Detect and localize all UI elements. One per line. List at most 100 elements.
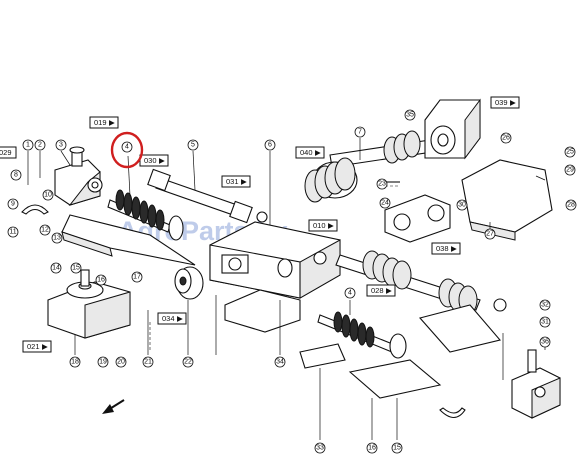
callout-4-bottom[interactable]: 4 [344, 287, 356, 299]
svg-text:5: 5 [191, 142, 195, 149]
central-gearbox-6 [209, 221, 341, 299]
svg-text:32: 32 [541, 302, 549, 309]
callout-32[interactable]: 32 [539, 299, 551, 311]
svg-text:33: 33 [316, 445, 324, 452]
callout-8[interactable]: 8 [10, 169, 22, 181]
svg-text:040: 040 [300, 148, 313, 157]
ref-label-030[interactable]: 030▶ [139, 154, 169, 167]
callout-31[interactable]: 31 [539, 316, 551, 328]
svg-text:039: 039 [495, 98, 508, 107]
callout-9[interactable]: 9 [7, 198, 19, 210]
svg-text:▶: ▶ [315, 148, 322, 157]
callout-22[interactable]: 22 [182, 356, 194, 368]
svg-text:3: 3 [59, 142, 63, 149]
ref-label-010[interactable]: 010▶ [308, 219, 338, 232]
ref-label-038[interactable]: 038▶ [431, 242, 461, 255]
svg-text:2: 2 [38, 142, 42, 149]
callout-24[interactable]: 24 [379, 197, 391, 209]
svg-text:14: 14 [52, 265, 60, 272]
callout-3[interactable]: 3 [55, 139, 67, 151]
callout-20[interactable]: 20 [115, 356, 127, 368]
svg-text:26: 26 [502, 135, 510, 142]
svg-text:6: 6 [268, 142, 272, 149]
callout-26[interactable]: 26 [500, 132, 512, 144]
svg-text:034: 034 [162, 314, 175, 323]
callout-5[interactable]: 5 [187, 139, 199, 151]
callout-35[interactable]: 35 [404, 109, 416, 121]
reference-labels: 019▶ 030▶ 031▶ 029 010▶ 040▶ 039▶ 038▶ 0… [0, 96, 520, 353]
svg-text:10: 10 [44, 192, 52, 199]
ref-label-031[interactable]: 031▶ [221, 175, 251, 188]
pulley-22 [174, 266, 204, 300]
svg-text:029: 029 [0, 148, 12, 157]
callout-19[interactable]: 19 [97, 356, 109, 368]
svg-text:21: 21 [144, 359, 152, 366]
cover-16-left [61, 214, 196, 266]
clamp-bracket [384, 194, 451, 243]
svg-text:028: 028 [371, 286, 384, 295]
svg-text:8: 8 [14, 172, 18, 179]
callout-17[interactable]: 17 [131, 271, 143, 283]
callout-36[interactable]: 36 [539, 336, 551, 348]
ref-label-040[interactable]: 040▶ [295, 146, 325, 159]
callout-34[interactable]: 34 [274, 356, 286, 368]
left-gearbox [54, 146, 103, 206]
svg-text:24: 24 [381, 200, 389, 207]
svg-text:▶: ▶ [159, 156, 166, 165]
svg-text:28: 28 [567, 202, 575, 209]
svg-text:16: 16 [368, 445, 376, 452]
callout-21[interactable]: 21 [142, 356, 154, 368]
callout-33[interactable]: 33 [314, 442, 326, 454]
callout-10[interactable]: 10 [42, 189, 54, 201]
svg-text:▶: ▶ [510, 98, 517, 107]
pto-shaft-7 [304, 130, 433, 203]
svg-text:4: 4 [348, 290, 352, 297]
highlight-circle [110, 131, 144, 169]
svg-text:11: 11 [9, 229, 16, 236]
callout-7[interactable]: 7 [354, 126, 366, 138]
callout-6[interactable]: 6 [264, 139, 276, 151]
ref-label-021[interactable]: 021▶ [22, 340, 52, 353]
callout-11[interactable]: 11 [7, 226, 19, 238]
ref-label-034[interactable]: 034▶ [157, 312, 187, 325]
svg-text:22: 22 [184, 359, 192, 366]
svg-text:17: 17 [133, 274, 141, 281]
callout-18[interactable]: 18 [69, 356, 81, 368]
callout-2[interactable]: 2 [34, 139, 46, 151]
svg-text:021: 021 [27, 342, 40, 351]
svg-text:▶: ▶ [109, 118, 116, 127]
callout-29[interactable]: 29 [564, 164, 576, 176]
callout-16[interactable]: 16 [95, 274, 107, 286]
callout-12[interactable]: 12 [39, 224, 51, 236]
callout-16-bottom[interactable]: 16 [366, 442, 378, 454]
callout-30[interactable]: 30 [456, 199, 468, 211]
callout-15-bottom[interactable]: 15 [391, 442, 403, 454]
svg-text:▶: ▶ [42, 342, 49, 351]
callout-27[interactable]: 27 [484, 228, 496, 240]
svg-text:▶: ▶ [451, 244, 458, 253]
svg-text:031: 031 [226, 177, 239, 186]
callout-28[interactable]: 28 [565, 199, 577, 211]
callout-23[interactable]: 23 [376, 178, 388, 190]
callout-14[interactable]: 14 [50, 262, 62, 274]
ref-label-039[interactable]: 039▶ [490, 96, 520, 109]
svg-text:▶: ▶ [328, 221, 335, 230]
gearbox-bottom-right [511, 349, 561, 419]
callout-15[interactable]: 15 [70, 262, 82, 274]
svg-text:▶: ▶ [386, 286, 393, 295]
ref-label-019[interactable]: 019▶ [89, 116, 119, 129]
spring-shaft-assembly-bottom [317, 311, 407, 359]
gearbox-18 [47, 269, 131, 339]
callout-25[interactable]: 25 [564, 146, 576, 158]
svg-text:36: 36 [541, 339, 549, 346]
hardware-clips [21, 181, 466, 419]
ref-label-028[interactable]: 028▶ [366, 284, 396, 297]
svg-text:▶: ▶ [241, 177, 248, 186]
callout-1[interactable]: 1 [22, 139, 34, 151]
callout-4-top[interactable]: 4 [121, 141, 133, 153]
callout-13[interactable]: 13 [51, 232, 63, 244]
svg-text:30: 30 [458, 202, 466, 209]
ref-label-029[interactable]: 029 [0, 146, 17, 159]
svg-text:15: 15 [72, 265, 80, 272]
